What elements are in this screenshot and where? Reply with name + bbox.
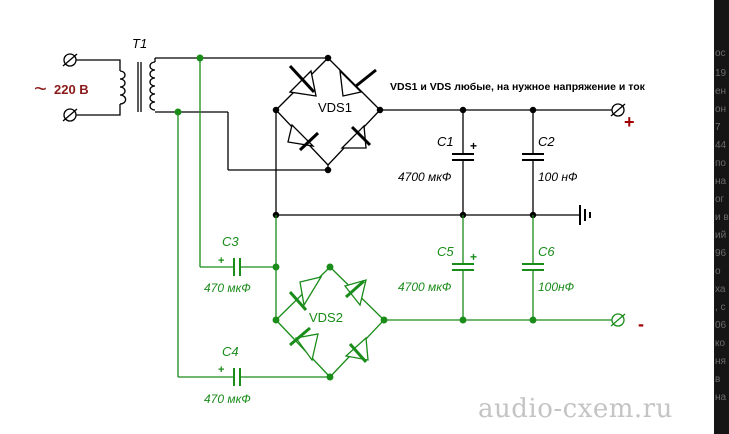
c1-name: C1 xyxy=(437,134,454,149)
c6-value: 100нФ xyxy=(538,280,575,294)
mains-tilde: ~ xyxy=(34,76,47,101)
negative-output-label: - xyxy=(638,314,644,334)
c5-name: C5 xyxy=(437,244,454,259)
strip-fragment: о xyxy=(715,266,721,277)
right-edge-text-strip: ос 19 ен он 7 44 по на ог и в ий 96 о ха… xyxy=(714,0,729,434)
diode-vds1-bottom-right xyxy=(340,124,372,149)
watermark: audio-cxem.ru xyxy=(478,394,673,424)
diode-vds1-top-left xyxy=(288,64,317,97)
diode-vds2-top-left xyxy=(288,276,323,311)
strip-fragment: на xyxy=(715,176,727,187)
diode-vds2-bottom-left xyxy=(289,326,319,362)
negative-supply-section xyxy=(174,54,626,386)
c2-name: C2 xyxy=(538,134,555,149)
transformer-secondary-winding-1 xyxy=(149,61,156,95)
transformer-label: T1 xyxy=(132,36,147,51)
capacitor-c5 xyxy=(452,215,474,320)
ground-rail xyxy=(272,110,591,225)
junction-dot xyxy=(326,263,334,271)
junction-dot xyxy=(324,54,332,62)
strip-fragment: 7 xyxy=(715,122,721,133)
mains-input xyxy=(62,53,121,122)
c2-value: 100 нФ xyxy=(538,170,578,184)
strip-fragment: ос xyxy=(715,48,726,59)
junction-dot xyxy=(196,54,204,62)
c6-name: C6 xyxy=(538,244,555,259)
strip-fragment: ко xyxy=(715,338,726,349)
negative-output-terminal xyxy=(611,313,625,327)
c1-value: 4700 мкФ xyxy=(398,170,452,184)
c4-value: 470 мкФ xyxy=(204,392,251,406)
bridge-vds2 xyxy=(272,263,388,381)
c3-value: 470 мкФ xyxy=(204,281,251,295)
capacitor-c3 xyxy=(200,258,276,276)
capacitor-c4 xyxy=(178,368,330,386)
capacitor-c1 xyxy=(452,110,474,215)
c3-name: C3 xyxy=(222,234,239,249)
strip-fragment: ня xyxy=(715,356,726,367)
strip-fragment: 19 xyxy=(715,68,727,79)
ground-symbol xyxy=(579,205,591,225)
junction-dot xyxy=(272,263,280,271)
diode-vds1-top-right xyxy=(339,68,377,97)
labels: T1 ~ 220 В VDS1 VDS1 и VDS любые, на нуж… xyxy=(34,36,646,406)
transformer-primary-winding xyxy=(119,70,127,105)
transformer-secondary-winding-2 xyxy=(149,93,156,111)
capacitor-c6 xyxy=(522,215,544,320)
positive-rail xyxy=(380,103,626,117)
strip-fragment: 96 xyxy=(715,248,727,259)
strip-fragment: ог xyxy=(715,194,725,205)
strip-fragment: в xyxy=(715,374,721,385)
bridge-note: VDS1 и VDS любые, на нужное напряжение и… xyxy=(390,81,646,93)
positive-output-label: + xyxy=(624,112,635,132)
diode-vds1-bottom-left xyxy=(287,123,320,152)
strip-fragment: и в xyxy=(715,212,729,223)
bridge1-label: VDS1 xyxy=(318,100,352,115)
capacitor-c2 xyxy=(522,110,544,215)
strip-fragment: ий xyxy=(715,230,727,241)
strip-fragment: он xyxy=(715,104,727,115)
strip-fragment: по xyxy=(715,158,726,169)
strip-fragment: ен xyxy=(715,86,727,97)
transformer-t1 xyxy=(119,57,328,171)
strip-fragment: 06 xyxy=(715,320,727,331)
diode-vds2-top-right xyxy=(343,279,367,307)
c4-polarity: + xyxy=(218,364,224,376)
strip-fragment: 44 xyxy=(715,140,727,151)
c3-polarity: + xyxy=(218,255,224,267)
junction-dot xyxy=(324,166,332,174)
diode-vds2-bottom-right xyxy=(344,336,369,363)
c1-polarity: + xyxy=(470,139,477,153)
bridge2-label: VDS2 xyxy=(309,310,343,325)
c5-value: 4700 мкФ xyxy=(398,280,452,294)
junction-dot xyxy=(272,316,280,324)
c5-polarity: + xyxy=(470,250,477,264)
junction-dot xyxy=(174,108,182,116)
strip-fragment: ха xyxy=(715,284,726,295)
strip-fragment: на xyxy=(715,392,727,403)
strip-fragment: , с xyxy=(715,302,726,313)
junction-dot xyxy=(326,373,334,381)
mains-voltage-label: 220 В xyxy=(54,82,89,97)
c4-name: C4 xyxy=(222,344,239,359)
positive-output-terminal xyxy=(611,103,625,117)
bridge-vds1 xyxy=(272,54,384,174)
